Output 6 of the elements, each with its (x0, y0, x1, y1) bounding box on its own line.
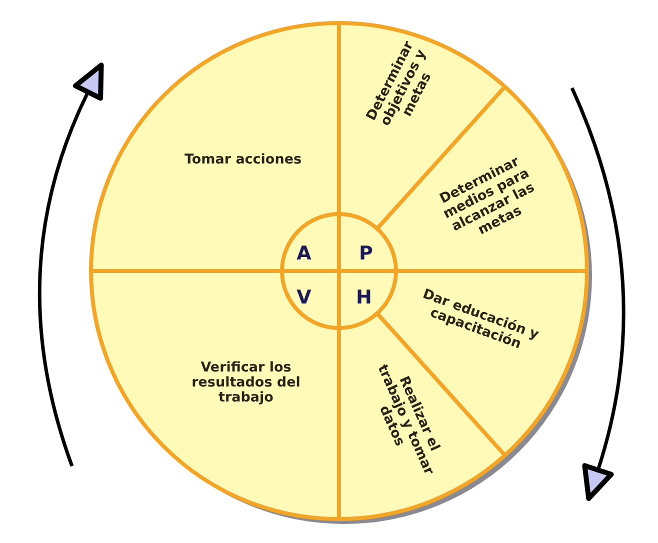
quadrant-letter: H (356, 287, 372, 309)
quadrant-letter: P (359, 243, 373, 265)
quadrant-letter: V (296, 287, 312, 309)
sector-label: Tomar acciones (184, 152, 302, 168)
quadrant-letter: A (296, 243, 312, 265)
sector-label: Verificar los resultados del trabajo (190, 360, 302, 406)
